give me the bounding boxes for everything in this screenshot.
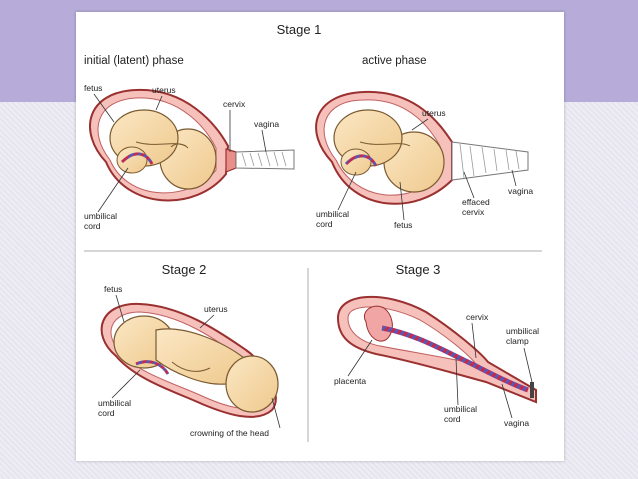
stage3-leader-lines	[347, 322, 533, 419]
latent-label-fetus: fetus	[84, 83, 102, 93]
active-phase-illustration	[315, 90, 529, 205]
active-label-vagina: vagina	[508, 186, 533, 196]
stage2-label-uterus: uterus	[204, 304, 228, 314]
latent-label-vagina: vagina	[254, 119, 279, 129]
labor-stages-diagram: Stage 1 initial (latent) phase fetus ute…	[84, 22, 542, 442]
stage3-label-cervix: cervix	[466, 312, 489, 322]
stage3-label-clamp-2: clamp	[506, 336, 529, 346]
stage2-illustration	[100, 302, 279, 418]
stage2-label-umbilical: umbilical	[98, 398, 131, 408]
latent-label-cord: cord	[84, 221, 101, 231]
active-label-fetus: fetus	[394, 220, 412, 230]
stage3-label-clamp-1: umbilical	[506, 326, 539, 336]
stage2-label-crowning: crowning of the head	[190, 428, 269, 438]
latent-label-uterus: uterus	[152, 85, 176, 95]
diagram-card: Stage 1 initial (latent) phase fetus ute…	[76, 12, 564, 461]
active-label-cervix: cervix	[462, 207, 485, 217]
latent-leader-lines	[93, 93, 267, 213]
active-label-effaced: effaced	[462, 197, 490, 207]
stage2-label-cord: cord	[98, 408, 115, 418]
active-phase-title: active phase	[362, 55, 427, 67]
stage3-label-placenta: placenta	[334, 376, 366, 386]
latent-phase-title: initial (latent) phase	[84, 55, 184, 67]
stage1-title: Stage 1	[277, 22, 322, 37]
latent-label-cervix: cervix	[223, 99, 246, 109]
active-label-uterus: uterus	[422, 108, 446, 118]
stage2-leader-lines	[111, 294, 281, 429]
stage3-label-vagina: vagina	[504, 418, 529, 428]
active-label-umbilical: umbilical	[316, 209, 349, 219]
stage3-illustration	[336, 295, 537, 404]
stage2-title: Stage 2	[162, 262, 207, 277]
active-leader-lines	[337, 118, 517, 221]
stage3-label-umbilical: umbilical	[444, 404, 477, 414]
stage3-title: Stage 3	[396, 262, 441, 277]
stage3-label-cord: cord	[444, 414, 461, 424]
active-label-cord: cord	[316, 219, 333, 229]
stage2-label-fetus: fetus	[104, 284, 122, 294]
latent-label-umbilical: umbilical	[84, 211, 117, 221]
latent-phase-illustration	[89, 88, 295, 202]
